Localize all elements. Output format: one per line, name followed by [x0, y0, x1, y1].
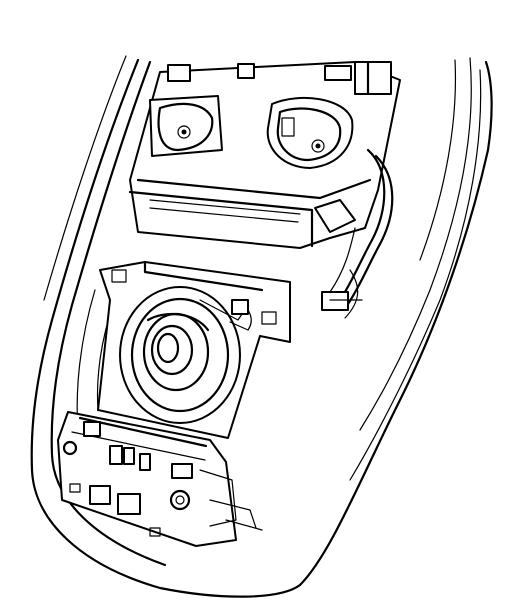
- map-lamp-left: [149, 95, 223, 157]
- wiring-harness: [229, 148, 394, 331]
- map-lamp-right: [266, 97, 354, 169]
- console-housing: [30, 55, 493, 598]
- speaker: [119, 286, 249, 424]
- control-module: [57, 411, 263, 547]
